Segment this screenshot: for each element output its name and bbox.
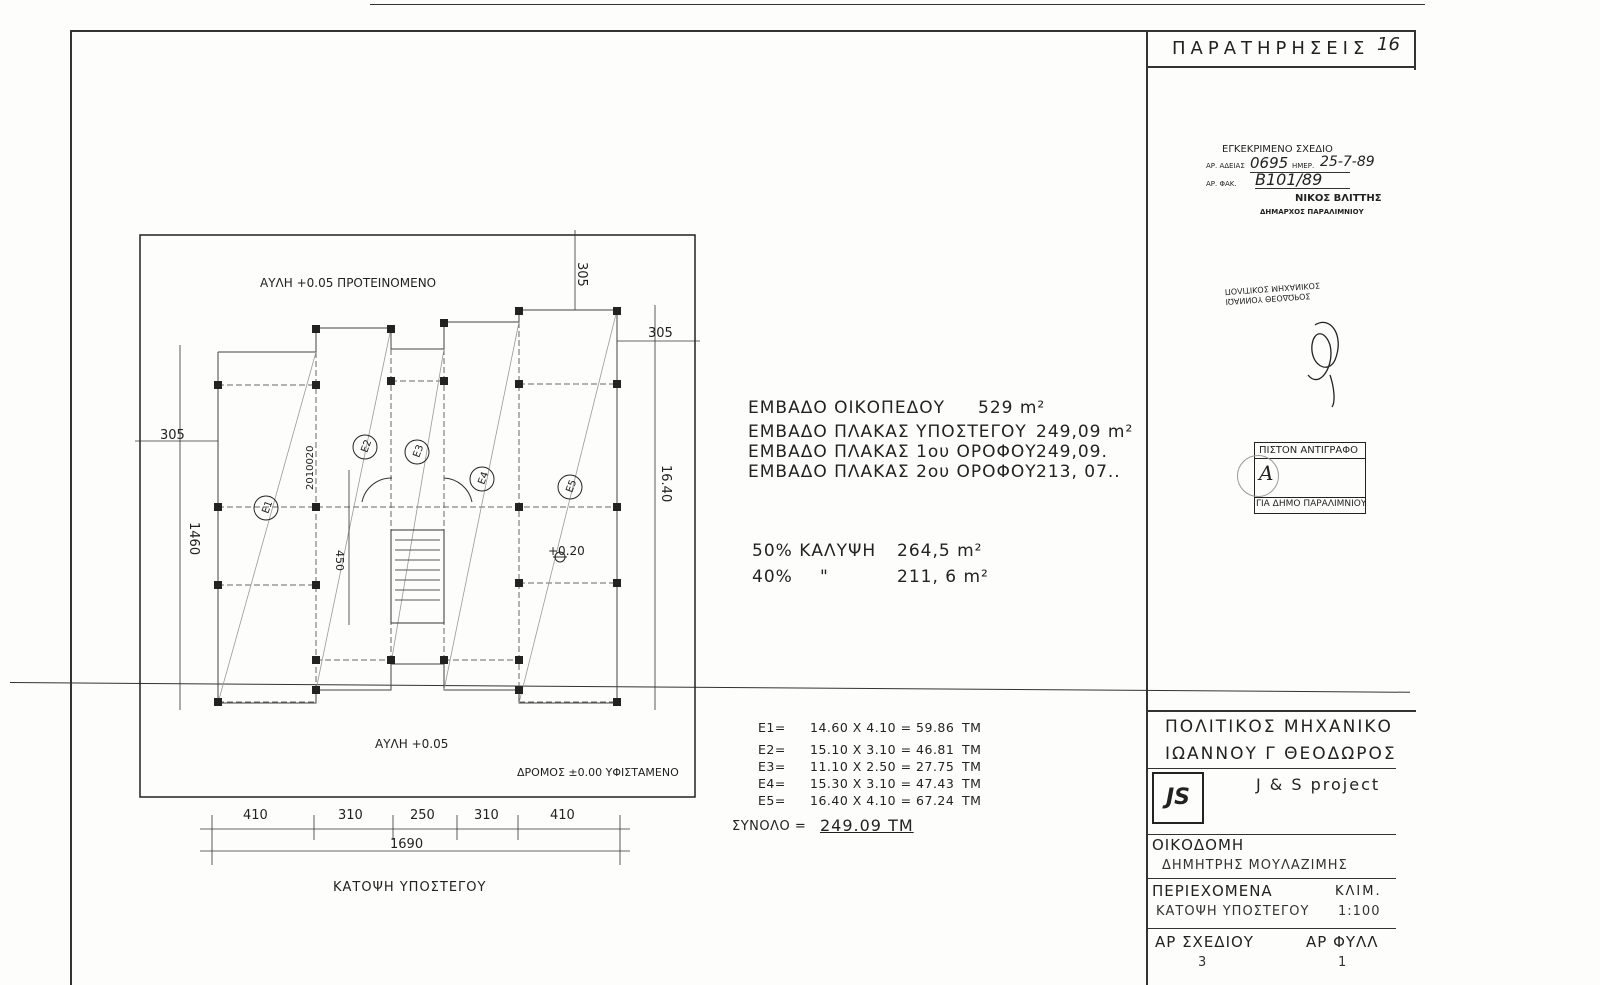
dim-bottom-5: 410: [550, 808, 575, 823]
calc-e1-expr: 14.60 X 4.10 = 59.86: [810, 720, 955, 735]
mayor-role: ΔΗΜΑΡΧΟΣ ΠΑΡΑΛΙΜΝΙΟΥ: [1260, 208, 1364, 216]
calc-e4-unit: TM: [962, 776, 982, 791]
drawing-no: 3: [1198, 955, 1208, 970]
coverage-40-ditto: ": [820, 567, 829, 587]
coverage-50-label: 50% ΚΑΛΥΨΗ: [752, 541, 877, 561]
mayor-name: ΝΙΚΟΣ ΒΛΙΤΤΗΣ: [1295, 193, 1382, 204]
contents-label: ΠΕΡΙΕΧΟΜΕΝΑ: [1152, 882, 1273, 900]
signature-mark: [1307, 321, 1339, 408]
approval-stamp: ΕΓΚΕΚΡΙΜΕΝΟ ΣΧΕΔΙΟ ΑΡ. ΑΔΕΙΑΣ 0695 ΗΜΕΡ.…: [1200, 140, 1390, 220]
approval-date: 25-7-89: [1320, 154, 1375, 170]
coverage-40-value: 211, 6 m²: [897, 567, 989, 587]
calc-e2-id: E2=: [758, 742, 786, 757]
area-floor1-label: ΕΜΒΑΔΟ ΠΛΑΚΑΣ 1ου ΟΡΟΦΟΥ: [748, 442, 1037, 462]
dim-bottom-4: 310: [474, 808, 499, 823]
drawing-sheet: [70, 30, 1415, 985]
zone-e2: E2: [360, 438, 375, 454]
tb-divider-3: [1146, 878, 1396, 879]
sheet-no-label: ΑΡ ΦΥΛΛ: [1306, 933, 1379, 951]
area-plot-value: 529 m²: [978, 398, 1046, 418]
dim-bottom-2: 310: [338, 808, 363, 823]
file-label: ΑΡ. ΦΑΚ.: [1206, 180, 1237, 188]
file-number: B101/89: [1255, 170, 1323, 189]
calc-e5-unit: TM: [962, 793, 982, 808]
total-label: ΣΥΝΟΛΟ =: [732, 819, 807, 834]
permit-number: 0695: [1250, 154, 1289, 172]
coverage-40-label: 40%: [752, 567, 793, 587]
drawing-no-label: ΑΡ ΣΧΕΔΙΟΥ: [1155, 933, 1254, 951]
firm-logo: JS: [1152, 772, 1204, 824]
yard-top-label: ΑΥΛΗ +0.05 ΠΡΟΤΕΙΝΟΜΕΝΟ: [260, 276, 436, 290]
area-floor2-value: 213, 07..: [1036, 462, 1121, 482]
area-floor1-value: 249,09.: [1036, 442, 1108, 462]
level-mark: +0.20: [548, 544, 585, 558]
certified-copy-footer: ΓΙΑ ΔΗΜΟ ΠΑΡΑΛΙΜΝΙΟΥ: [1256, 499, 1367, 509]
round-seal: [1237, 455, 1279, 497]
dimension-lines: [135, 230, 700, 865]
dim-total: 1690: [390, 837, 423, 852]
calc-e4-expr: 15.30 X 3.10 = 47.43: [810, 776, 955, 791]
calc-e3-expr: 11.10 X 2.50 = 27.75: [810, 759, 955, 774]
scale-label: ΚΛΙΜ.: [1335, 884, 1382, 899]
tb-top: [1146, 710, 1416, 712]
permit-label: ΑΡ. ΑΔΕΙΑΣ: [1206, 162, 1245, 170]
remarks-divider: [1146, 66, 1416, 68]
firm-name: J & S project: [1256, 775, 1381, 794]
tb-divider-4: [1146, 928, 1396, 929]
calc-e1-unit: TM: [962, 720, 982, 735]
coverage-50-value: 264,5 m²: [897, 541, 983, 561]
zone-e3: E3: [412, 443, 427, 459]
road-label: ΔΡΟΜΟΣ ±0.00 ΥΦΙΣΤΑΜΕΝΟ: [517, 766, 679, 779]
top-border-line: [370, 4, 1425, 5]
dim-bottom-1: 410: [243, 808, 268, 823]
title-column-divider: [1146, 30, 1148, 985]
certified-copy-title: ΠΙΣΤΟΝ ΑΝΤΙΓΡΑΦΟ: [1259, 445, 1358, 456]
calc-e3-unit: TM: [962, 759, 982, 774]
floor-plan: E1 E2 E3 E4 E5 +0.20 410 310 250 310 410…: [135, 230, 700, 895]
area-basement-value: 249,09 m²: [1036, 422, 1134, 442]
dim-stair-width: 450: [333, 550, 346, 571]
dim-right-height: 16.40: [658, 465, 673, 502]
approval-stamp-title: ΕΓΚΕΚΡΙΜΕΝΟ ΣΧΕΔΙΟ: [1222, 144, 1333, 155]
building-owner: ΔΗΜΗΤΡΗΣ ΜΟΥΛΑΖΙΜΗΣ: [1162, 858, 1348, 873]
date-label: ΗΜΕΡ.: [1292, 162, 1315, 170]
calc-e2-unit: TM: [962, 742, 982, 757]
tb-divider-2: [1146, 834, 1396, 835]
calc-e5-id: E5=: [758, 793, 786, 808]
engineer-title: ΠΟΛΙΤΙΚΟΣ ΜΗΧΑΝΙΚΟ: [1165, 717, 1393, 737]
dim-top-offset: 305: [574, 262, 589, 287]
plot-boundary: [139, 234, 696, 798]
structural-columns: [214, 307, 621, 706]
dim-left-offset: 305: [160, 428, 185, 443]
calc-e2-expr: 15.10 X 3.10 = 46.81: [810, 742, 955, 757]
total-value: 249.09 TM: [820, 816, 914, 835]
calc-e1-id: E1=: [758, 720, 786, 735]
engineer-name: ΙΩΑΝΝΟΥ Γ ΘΕΟΔΩΡΟΣ: [1165, 744, 1397, 764]
remarks-title: ΠΑΡΑΤΗΡΗΣΕΙΣ: [1172, 38, 1370, 59]
yard-bottom-label: ΑΥΛΗ +0.05: [375, 737, 448, 751]
dim-left-height: 1460: [186, 522, 201, 555]
sheet-no: 1: [1338, 955, 1348, 970]
area-floor2-label: ΕΜΒΑΔΟ ΠΛΑΚΑΣ 2ου ΟΡΟΦΟΥ: [748, 462, 1037, 482]
dim-stair-label: 2010020: [305, 445, 316, 490]
right-border: [1414, 30, 1416, 70]
calc-e4-id: E4=: [758, 776, 786, 791]
remarks-number: 16: [1377, 34, 1400, 55]
dim-right-offset: 305: [648, 326, 673, 341]
building-label: ΟΙΚΟΔΟΜΗ: [1152, 836, 1245, 854]
dim-bottom-3: 250: [410, 808, 435, 823]
area-plot-label: ΕΜΒΑΔΟ ΟΙΚΟΠΕΔΟΥ: [748, 398, 945, 418]
zone-e4: E4: [477, 470, 492, 486]
plan-title: ΚΑΤΟΨΗ ΥΠΟΣΤΕΓΟΥ: [333, 880, 486, 895]
zone-e1: E1: [261, 499, 276, 515]
scale-value: 1:100: [1338, 904, 1381, 919]
tb-divider-1: [1146, 768, 1396, 769]
contents-value: ΚΑΤΟΨΗ ΥΠΟΣΤΕΓΟΥ: [1156, 904, 1310, 919]
calc-e5-expr: 16.40 X 4.10 = 67.24: [810, 793, 955, 808]
area-basement-label: ΕΜΒΑΔΟ ΠΛΑΚΑΣ ΥΠΟΣΤΕΓΟΥ: [748, 422, 1027, 442]
zone-e5: E5: [565, 478, 580, 494]
calc-e3-id: E3=: [758, 759, 786, 774]
zone-markers: [253, 434, 583, 521]
